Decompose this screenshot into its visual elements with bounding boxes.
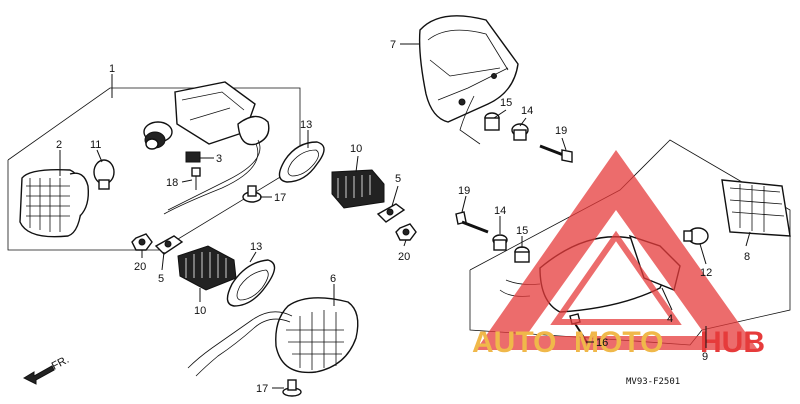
- callout-2: 2: [56, 139, 62, 151]
- callout-18: 18: [166, 177, 178, 189]
- washer-5-lower: [154, 235, 184, 255]
- front-left-lens-unit: [19, 168, 90, 238]
- socket-left: [143, 121, 173, 150]
- front-direction-arrow: [22, 365, 55, 385]
- watermark-triangle: [476, 150, 758, 350]
- watermark-text-hub: HUB: [700, 326, 765, 359]
- collar-15-upper: [484, 112, 500, 131]
- callout-3: 3: [216, 153, 222, 165]
- callout-8: 8: [744, 251, 750, 263]
- callout-10-upper: 10: [350, 143, 362, 155]
- callout-11: 11: [90, 139, 101, 151]
- clip-3: [185, 151, 201, 163]
- rear-cover-7: [418, 15, 519, 145]
- callout-7: 7: [390, 39, 396, 51]
- callout-17-upper: 17: [274, 192, 286, 204]
- turn-signal-stay: [163, 81, 270, 215]
- callout-19-upper: 19: [555, 125, 567, 137]
- grommet-14-upper: [511, 123, 529, 141]
- bolt-17-upper: [242, 185, 262, 203]
- callout-5-upper: 5: [395, 173, 401, 185]
- bolt-19-lower: [455, 211, 489, 234]
- gasket-13-upper: [278, 141, 325, 183]
- collar-15-lower: [514, 246, 530, 263]
- callout-17-lower: 17: [256, 383, 268, 395]
- callout-15-lower: 15: [516, 225, 528, 237]
- group-frame-right: [469, 139, 791, 346]
- leader-lines: [59, 43, 751, 389]
- callout-14-upper: 14: [521, 105, 533, 117]
- bolt-19-upper: [539, 144, 573, 163]
- bracket-10-lower: [177, 245, 237, 291]
- gasket-13-lower: [226, 259, 276, 307]
- callout-14-lower: 14: [494, 205, 506, 217]
- nut-20-left: [131, 233, 153, 251]
- callout-20-left: 20: [134, 261, 146, 273]
- drawing-code: MV93-F2501: [626, 377, 680, 387]
- bolt-17-lower: [282, 379, 302, 397]
- callout-4: 4: [667, 313, 673, 325]
- turn-signal-6: [187, 297, 359, 377]
- callout-12: 12: [700, 267, 712, 279]
- bracket-10-upper: [331, 169, 385, 209]
- callout-19-lower: 19: [458, 185, 470, 197]
- watermark-logo: [476, 150, 758, 350]
- callout-13-lower: 13: [250, 241, 262, 253]
- bulb-11: [93, 159, 115, 190]
- callout-5-lower: 5: [158, 273, 164, 285]
- bulb-12: [683, 227, 709, 245]
- lens-8: [721, 179, 791, 237]
- callout-10-lower: 10: [194, 305, 206, 317]
- front-marker-label: FR.: [50, 354, 71, 373]
- washer-5-upper: [376, 203, 406, 223]
- callout-16: 16: [596, 337, 608, 349]
- callout-20-right: 20: [398, 251, 410, 263]
- callout-15-upper: 15: [500, 97, 512, 109]
- watermark-inner-triangle: [550, 230, 682, 325]
- callout-6: 6: [330, 273, 336, 285]
- nut-20-right: [395, 223, 417, 241]
- screw-18: [191, 167, 201, 190]
- callout-9: 9: [702, 351, 708, 363]
- callout-1: 1: [109, 63, 115, 75]
- watermark-text-auto: AUTO: [472, 326, 556, 359]
- grommet-14-lower: [492, 234, 508, 251]
- callout-13-upper: 13: [300, 119, 312, 131]
